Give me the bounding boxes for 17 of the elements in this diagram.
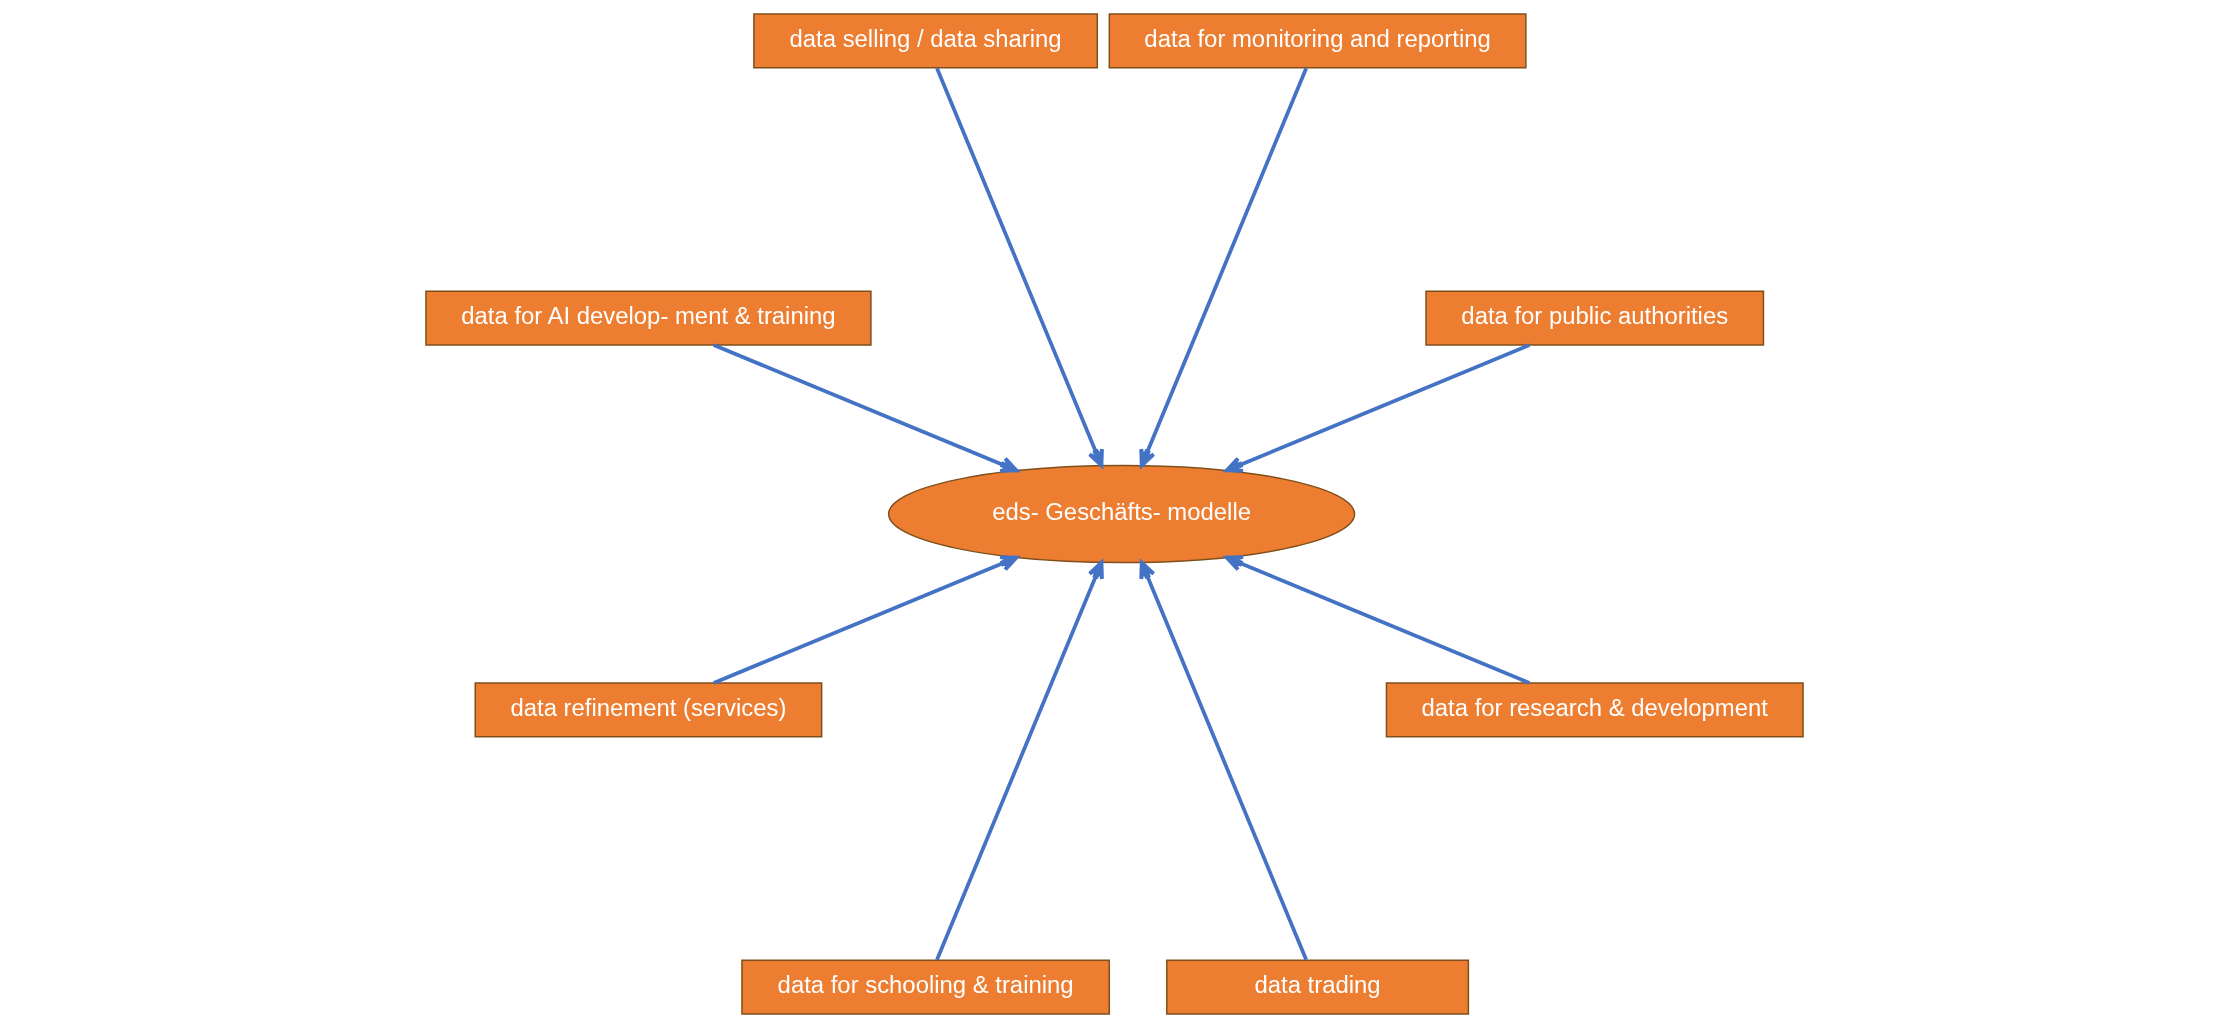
arrow	[1139, 67, 1308, 468]
arrow	[713, 555, 1019, 685]
arrow	[935, 67, 1104, 468]
node-box: data for AI develop- ment & training	[425, 290, 872, 346]
arrow	[1139, 560, 1308, 961]
node-box: data for monitoring and reporting	[1108, 13, 1527, 69]
node-box: data trading	[1166, 959, 1470, 1015]
node-box: data selling / data sharing	[753, 13, 1099, 69]
node-box: data for research & development	[1385, 682, 1804, 738]
arrow	[1224, 555, 1531, 685]
arrow	[713, 343, 1019, 473]
node-box: data for public authorities	[1425, 290, 1765, 346]
node-box: data for schooling & training	[741, 959, 1110, 1015]
arrow	[1224, 343, 1531, 473]
node-box: data refinement (services)	[474, 682, 823, 738]
arrow	[935, 560, 1104, 961]
node-ellipse: eds- Geschäfts- modelle	[887, 464, 1356, 564]
